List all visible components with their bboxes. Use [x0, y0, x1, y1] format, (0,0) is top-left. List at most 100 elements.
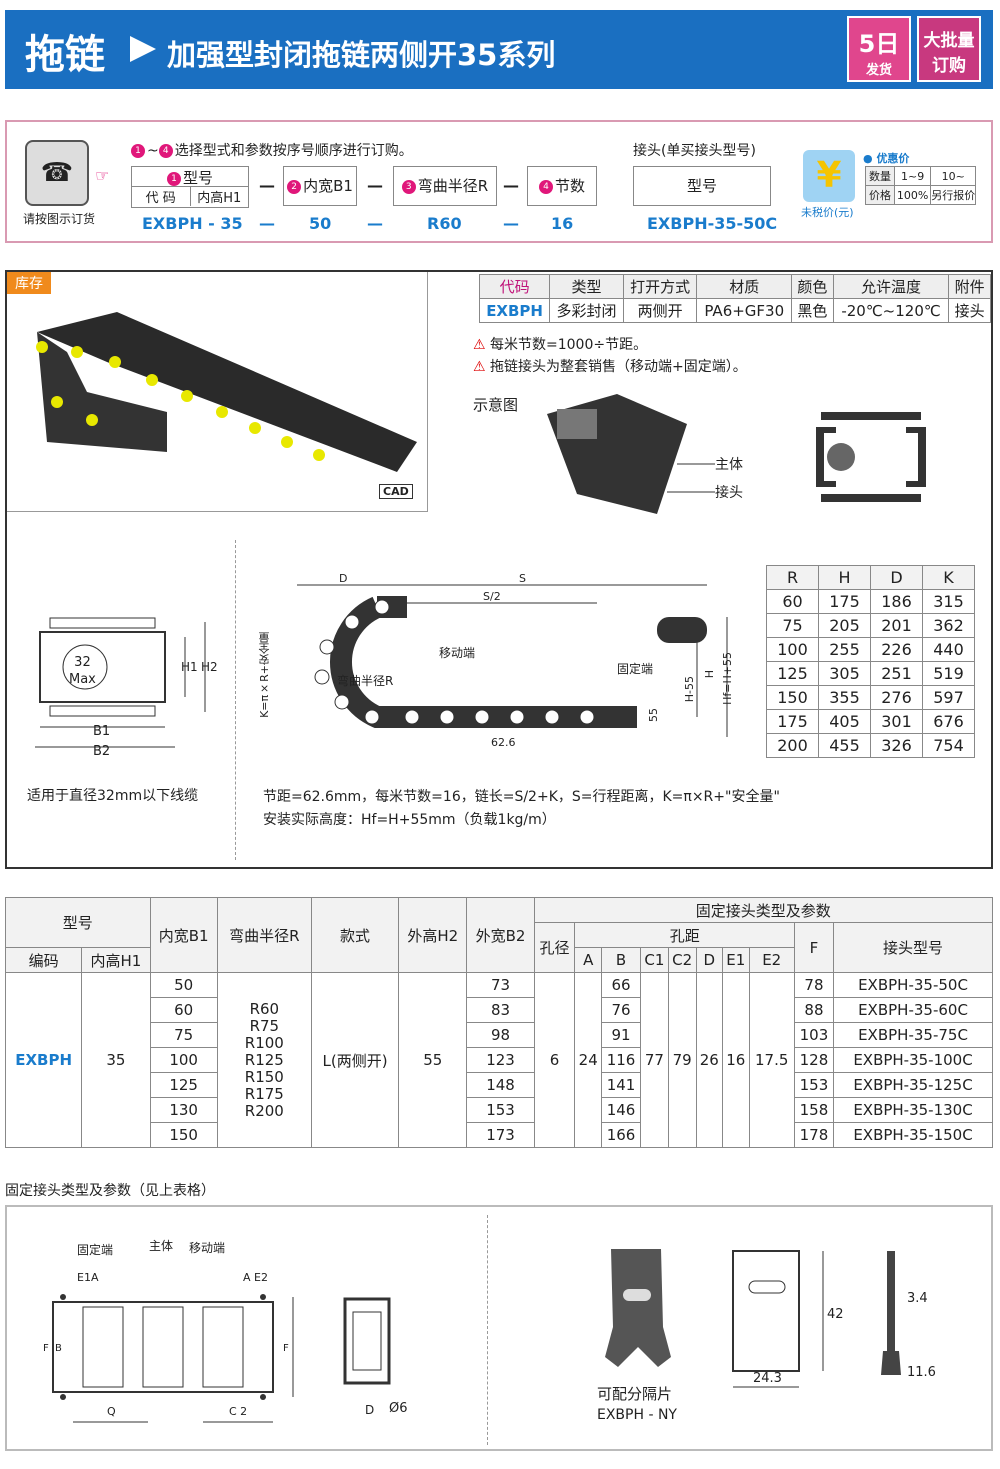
category-title: 拖链 [25, 32, 105, 78]
table-cell: EXBPH-35-125C [833, 1072, 993, 1098]
rhdk-cell: 754 [922, 733, 975, 758]
table-cell: 6 [533, 972, 576, 1148]
install-note: 安装实际高度：Hf=H+55mm（负载1kg/m） [263, 812, 556, 828]
rhdk-cell: 226 [870, 637, 923, 662]
dash: — [367, 176, 383, 195]
cable-note: 适用于直径32mm以下线缆 [27, 788, 199, 804]
end-view-icon [816, 412, 926, 502]
phi-label: Ø6 [389, 1401, 408, 1416]
moving-end-label: 移动端 [439, 646, 476, 660]
rhdk-cell: 676 [922, 709, 975, 734]
delivery-badge: 5日发货 [847, 16, 911, 82]
table-cell: 141 [600, 1072, 642, 1098]
pitch-note: 节距=62.6mm，每米节数=16，链长=S/2+K，S=行程距离，K=π×R+… [263, 789, 780, 805]
rhdk-cell: 175 [766, 709, 819, 734]
radius-label: 弯曲半径R [337, 674, 394, 688]
dim-42: 42 [827, 1307, 844, 1322]
rhdk-cell: 200 [766, 733, 819, 758]
divider [487, 1215, 488, 1445]
dash: — [503, 214, 519, 233]
phone-label: 请按图示订货 [23, 212, 96, 226]
page-title: 加强型封闭拖链两侧开35系列 [167, 38, 556, 72]
pointing-hand-icon: ☞ [95, 166, 110, 185]
s-label: S [519, 572, 526, 585]
n-value: 16 [551, 214, 574, 233]
drag-chain-image [36, 312, 417, 472]
h-label: H [703, 670, 716, 679]
table-cell: 91 [600, 1022, 642, 1048]
table-cell: EXBPH-35-50C [833, 972, 993, 998]
f-label-left: F [43, 1343, 49, 1354]
rhdk-cell: 455 [818, 733, 871, 758]
table-cell: R60 R75 R100 R125 R150 R175 R200 [216, 972, 312, 1148]
table-cell: 79 [667, 972, 697, 1148]
rhdk-cell: 305 [818, 661, 871, 686]
separator-image [605, 1249, 671, 1367]
hf-label: Hf=H+55 [721, 652, 734, 705]
table-cell: 60 [149, 997, 218, 1023]
table-cell: 123 [466, 1047, 535, 1073]
f-label-right: F [283, 1343, 289, 1354]
yen-icon: ¥ [803, 150, 855, 202]
table-cell: 24 [574, 972, 602, 1148]
rhdk-cell: 440 [922, 637, 975, 662]
k-label: K=π×R+安全量 [258, 632, 271, 718]
h2-label: H2 [201, 660, 218, 674]
rhdk-cell: 201 [870, 613, 923, 638]
d-label: D [339, 572, 348, 585]
rhdk-cell: 276 [870, 685, 923, 710]
rhdk-cell: 255 [818, 637, 871, 662]
q-label: Q [107, 1405, 116, 1418]
connector-value: EXBPH-35-50C [647, 214, 778, 233]
schematic-image [547, 394, 715, 514]
product-image: 库存 CAD [7, 272, 428, 512]
rhdk-cell: 326 [870, 733, 923, 758]
dash: — [259, 214, 275, 233]
stock-badge: 库存 [7, 272, 51, 294]
connector-box: 型号 [633, 166, 771, 206]
top-view-diagram [52, 1294, 294, 1423]
r-value: R60 [427, 214, 462, 233]
rhdk-cell: 355 [818, 685, 871, 710]
joint-section: 固定端 主体 移动端 E1A A E2 F B F Q C 2 D Ø6 可配分… [5, 1205, 993, 1451]
table-cell: 83 [466, 997, 535, 1023]
dash: — [503, 176, 519, 195]
table-cell: 50 [149, 972, 218, 998]
table-cell: 148 [466, 1072, 535, 1098]
end-joint-diagram [343, 1297, 391, 1385]
connector-title: 接头(单买接头型号) [633, 143, 756, 159]
h1-label: H1 [181, 660, 198, 674]
pitch-label: 62.6 [491, 736, 516, 749]
table-cell: 130 [149, 1097, 218, 1123]
table-cell: 78 [793, 972, 835, 998]
table-cell: EXBPH-35-75C [833, 1022, 993, 1048]
discount-label: ● 优惠价 [863, 152, 910, 165]
table-cell: 26 [695, 972, 724, 1148]
table-cell: 55 [398, 972, 468, 1148]
table-cell: 100 [149, 1047, 218, 1073]
table-cell: 153 [466, 1097, 535, 1123]
table-cell: 66 [600, 972, 642, 998]
fixed-end-label: 固定端 [617, 662, 654, 676]
header-bar: 拖链 加强型封闭拖链两侧开35系列 5日发货 大批量订购 [5, 10, 993, 89]
warning-icon: ⚠ [473, 359, 486, 375]
tax-label: 未税价(元) [801, 206, 854, 219]
rhdk-cell: 251 [870, 661, 923, 686]
arrow-icon [130, 36, 156, 62]
rhdk-cell: 150 [766, 685, 819, 710]
rhdk-cell: 519 [922, 661, 975, 686]
rhdk-cell: 75 [766, 613, 819, 638]
side-view-diagram [297, 584, 728, 737]
